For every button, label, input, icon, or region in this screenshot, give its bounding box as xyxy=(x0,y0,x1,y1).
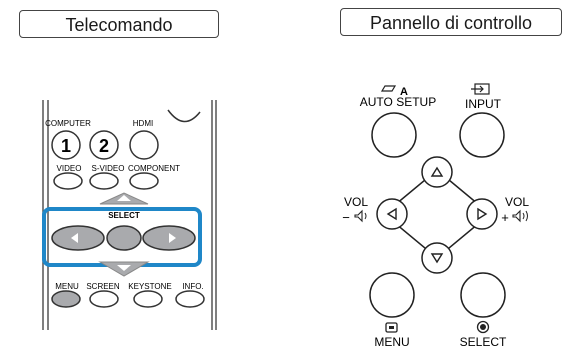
remote-right-arrow-glyph xyxy=(169,233,176,243)
remote-left-arrow-glyph xyxy=(71,233,78,243)
vol-right-label: VOL xyxy=(505,195,529,209)
vol-plus-sign: + xyxy=(501,210,509,225)
auto-setup-button[interactable] xyxy=(371,112,417,158)
keystone-label: KEYSTONE xyxy=(128,282,171,291)
speaker-plus-icon xyxy=(512,209,528,223)
control-panel-illustration: A AUTO SETUP INPUT VOL − xyxy=(342,83,529,349)
button-2-label: 2 xyxy=(99,136,109,156)
menu-label: MENU xyxy=(55,282,79,291)
hdmi-label: HDMI xyxy=(133,119,153,128)
remote-title: Telecomando xyxy=(65,15,173,35)
auto-setup-icon: A xyxy=(380,85,408,98)
select-dot-icon xyxy=(476,320,490,334)
remote-menu-button[interactable] xyxy=(51,290,81,308)
panel-title: Pannello di controllo xyxy=(369,13,533,33)
component-label: COMPONENT xyxy=(128,164,180,173)
panel-select-label: SELECT xyxy=(460,335,507,349)
panel-title-box: Pannello di controllo xyxy=(340,8,562,36)
svideo-label: S-VIDEO xyxy=(92,164,125,173)
screen-button[interactable] xyxy=(89,290,119,308)
vol-left-label: VOL xyxy=(344,195,368,209)
remote-down-arrow-glyph xyxy=(117,265,131,271)
auto-setup-label: AUTO SETUP xyxy=(360,95,436,109)
panel-left-arrow-glyph xyxy=(386,207,397,221)
panel-right-arrow-glyph xyxy=(477,207,488,221)
remote-up-arrow-glyph xyxy=(117,195,131,201)
vol-minus-sign: − xyxy=(342,210,350,225)
remote-select-button[interactable] xyxy=(106,225,142,251)
computer-2-button[interactable] xyxy=(89,130,119,160)
remote-title-box: Telecomando xyxy=(19,10,219,38)
svg-text:A: A xyxy=(400,86,408,98)
info-label: INFO. xyxy=(182,282,203,291)
speaker-minus-icon xyxy=(354,209,367,223)
screen-label: SCREEN xyxy=(86,282,120,291)
keystone-button[interactable] xyxy=(133,290,163,308)
select-label: SELECT xyxy=(108,211,140,220)
panel-menu-button[interactable] xyxy=(369,272,415,318)
input-icon xyxy=(471,83,490,95)
button-1-label: 1 xyxy=(61,136,71,156)
video-button[interactable] xyxy=(53,172,83,190)
svideo-button[interactable] xyxy=(89,172,119,190)
panel-select-button[interactable] xyxy=(460,272,506,318)
hdmi-button[interactable] xyxy=(129,130,159,160)
panel-up-arrow-glyph xyxy=(430,166,444,177)
remote-illustration: COMPUTER HDMI 1 2 VIDEO S-VIDEO COMPONEN… xyxy=(42,100,217,330)
input-label: INPUT xyxy=(465,97,502,111)
computer-label: COMPUTER xyxy=(45,119,91,128)
computer-1-button[interactable] xyxy=(51,130,81,160)
component-button[interactable] xyxy=(129,172,159,190)
menu-icon xyxy=(385,322,398,333)
panel-down-arrow-glyph xyxy=(430,253,444,264)
input-button[interactable] xyxy=(459,112,505,158)
info-button[interactable] xyxy=(175,290,205,308)
panel-menu-label: MENU xyxy=(374,335,409,349)
video-label: VIDEO xyxy=(57,164,82,173)
remote-top-button-partial[interactable] xyxy=(167,109,201,123)
